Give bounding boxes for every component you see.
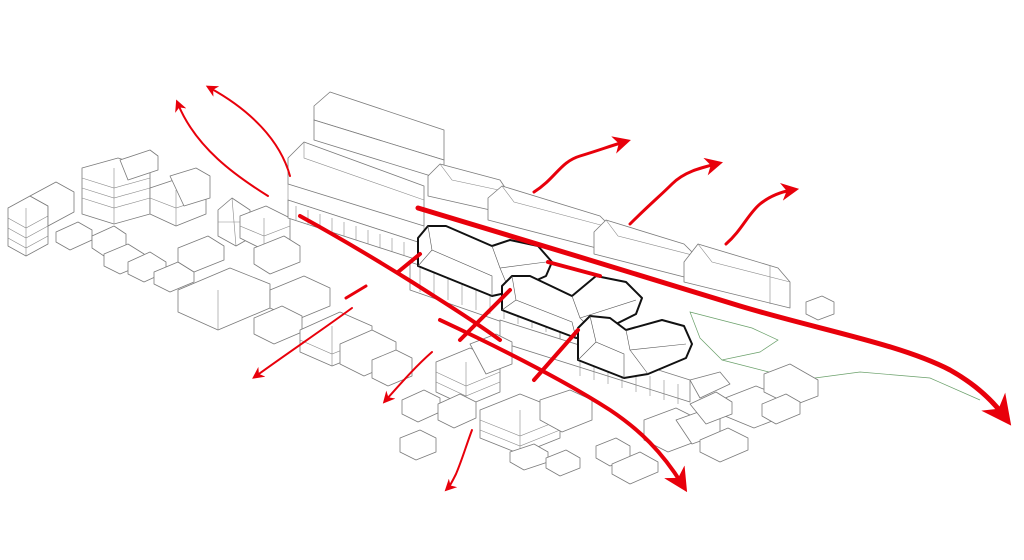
route-southeast-diag bbox=[438, 318, 688, 493]
route-southwest-1 bbox=[298, 214, 502, 342]
route-northwest-1 bbox=[175, 99, 269, 197]
context-buildings-north bbox=[287, 91, 835, 321]
context-buildings-west bbox=[7, 149, 413, 387]
route-southwest-2 bbox=[252, 307, 353, 379]
movement-routes bbox=[175, 85, 1012, 493]
highlighted-building-3 bbox=[577, 315, 693, 379]
route-northeast-2 bbox=[628, 157, 723, 226]
route-south-1 bbox=[444, 429, 473, 492]
route-small-west bbox=[344, 284, 368, 300]
route-cross-3 bbox=[532, 328, 580, 382]
route-northwest-2 bbox=[205, 85, 291, 177]
route-cross-1 bbox=[396, 252, 422, 274]
route-main-corridor bbox=[415, 205, 1012, 426]
route-southwest-3 bbox=[382, 351, 433, 404]
route-northeast-3 bbox=[724, 182, 800, 246]
route-cross-4 bbox=[546, 260, 602, 278]
route-cross-2 bbox=[458, 288, 512, 342]
context-buildings-south bbox=[399, 333, 819, 485]
route-northeast-1 bbox=[532, 136, 631, 194]
